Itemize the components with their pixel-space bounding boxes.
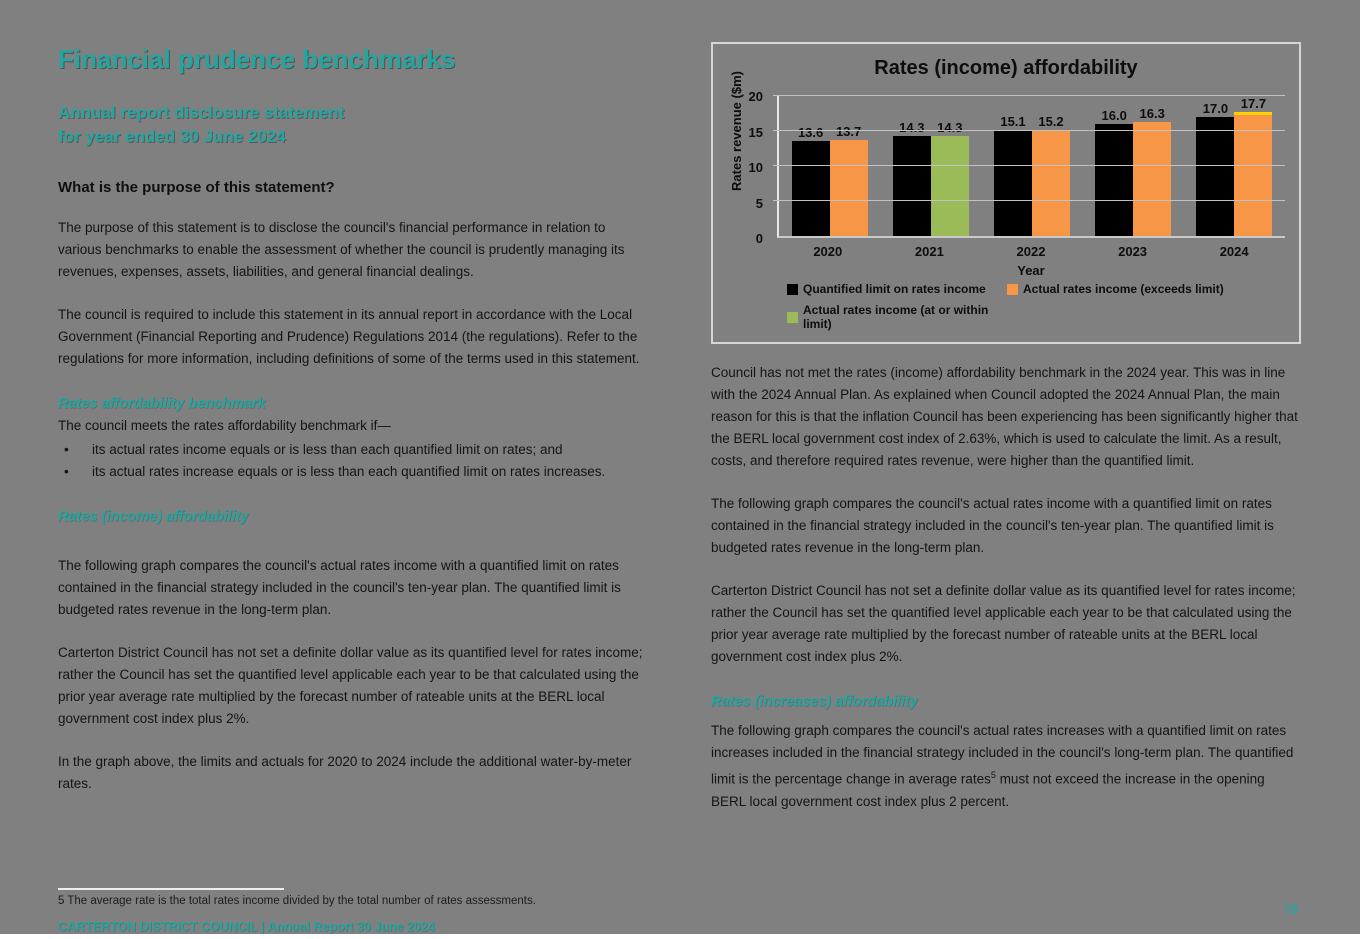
increases-paragraph-text-cont: must not exceed the increase in the open… <box>711 771 1265 809</box>
legend-swatch <box>1007 283 1018 295</box>
income-heading: Rates (income) affordability <box>58 509 249 525</box>
result-paragraph: Council has not met the rates (income) a… <box>711 365 1298 468</box>
x-tick-label: 2020 <box>813 244 843 259</box>
bar-group-2023: 16.0 16.3 <box>1083 96 1184 236</box>
purpose-heading: What is the purpose of this statement? <box>58 179 335 196</box>
chart-title: Rates (income) affordability <box>874 57 1138 79</box>
bullet-item: its actual rates increase equals or is l… <box>58 461 650 483</box>
bar-value-label: 14.3 <box>899 119 925 135</box>
page-number: 79 <box>1284 903 1298 917</box>
benchmark-bullet-list: its actual rates income equals or is les… <box>58 439 650 483</box>
legend-label: Actual rates income (exceeds limit) <box>1023 282 1224 296</box>
y-tick-label: 0 <box>755 231 763 246</box>
subtitle-line-1: Annual report disclosure statement <box>58 103 345 122</box>
footnote-reference: 5 <box>990 770 996 780</box>
legend-label: Quantified limit on rates income <box>803 282 986 296</box>
left-column: Financial prudence benchmarks Annual rep… <box>58 45 650 795</box>
bar-value-label: 16.3 <box>1139 105 1165 121</box>
legend-swatch <box>787 283 798 295</box>
footer-text: CARTERTON DISTRICT COUNCIL | Annual Repo… <box>58 920 435 934</box>
increases-paragraph-text: The following graph compares the council… <box>711 723 1294 787</box>
benchmark-heading: Rates affordability benchmark <box>58 396 266 412</box>
bar <box>892 135 931 236</box>
chart-x-axis-title: Year <box>1017 263 1045 278</box>
page-subtitle: Annual report disclosure statement for y… <box>58 101 650 149</box>
bar-value-label: 13.7 <box>835 124 862 140</box>
x-tick-label: 2021 <box>914 244 944 259</box>
bar <box>1133 121 1172 236</box>
bar <box>1095 124 1134 236</box>
purpose-paragraph-1: The purpose of this statement is to disc… <box>58 220 625 279</box>
bar <box>1196 117 1235 236</box>
legend-item: Actual rates income (exceeds limit) <box>1007 282 1224 296</box>
footnote-divider <box>58 888 284 890</box>
bar-group-2022: 15.1 15.2 <box>981 96 1082 236</box>
legend-item: Actual rates income (at or within limit) <box>787 303 1007 331</box>
bar-group-2024: 17.0 17.7 <box>1184 96 1285 236</box>
right-column: Council has not met the rates (income) a… <box>711 362 1303 813</box>
bar <box>829 140 868 236</box>
bar-wrap: 14.3 <box>892 96 931 236</box>
bar-value-label: 14.3 <box>937 119 963 135</box>
bar-value-label: 16.0 <box>1101 108 1127 123</box>
x-tick-label: 2024 <box>1219 244 1249 259</box>
footnote-text: 5 The average rate is the total rates in… <box>58 895 536 907</box>
bar-wrap: 17.0 <box>1196 96 1235 236</box>
chart-x-axis-labels: 2020 2021 2022 2023 2024 <box>777 244 1285 259</box>
bar <box>930 135 969 236</box>
income-paragraph-3: In the graph above, the limits and actua… <box>58 754 632 791</box>
subtitle-line-2: for year ended 30 June 2024 <box>58 127 286 146</box>
x-tick-label: 2022 <box>1016 244 1046 259</box>
increases-heading: Rates (increases) affordability <box>711 694 918 710</box>
benchmark-intro: The council meets the rates affordabilit… <box>58 418 391 433</box>
bar-wrap: 15.1 <box>994 96 1032 236</box>
x-tick-label: 2023 <box>1118 244 1148 259</box>
legend-item: Quantified limit on rates income <box>787 282 1007 296</box>
gridline <box>773 165 1285 166</box>
bar-wrap: 16.3 <box>1133 96 1172 236</box>
bar-value-label: 15.2 <box>1038 113 1064 129</box>
bar-wrap: 16.0 <box>1095 96 1134 236</box>
chart-plot-area: 13.6 13.7 14.3 14.3 15.1 15.2 16.0 16.3 17.0 17.7 <box>773 95 1285 238</box>
legend-row: Actual rates income (at or within limit) <box>787 303 1287 331</box>
rates-income-affordability-chart: Rates (income) affordability Rates reven… <box>711 42 1301 344</box>
gridline <box>773 200 1285 201</box>
bar <box>1234 112 1273 236</box>
y-tick-label: 15 <box>748 124 763 140</box>
bar <box>791 140 830 236</box>
y-tick-label: 10 <box>748 160 763 175</box>
bar-wrap: 13.6 <box>791 96 830 236</box>
legend-swatch <box>787 311 798 323</box>
bar-value-label: 17.7 <box>1240 96 1267 112</box>
bar-value-label: 17.0 <box>1202 101 1229 116</box>
bar-wrap: 13.7 <box>829 96 868 236</box>
bar-wrap: 15.2 <box>1032 96 1070 236</box>
legend-label: Actual rates income (at or within limit) <box>803 303 989 331</box>
bar <box>1032 129 1070 236</box>
income-paragraph-2: Carterton District Council has not set a… <box>58 645 643 726</box>
bar-wrap: 17.7 <box>1234 96 1273 236</box>
y-tick-label: 20 <box>748 89 763 104</box>
purpose-paragraph-2: The council is required to include this … <box>58 307 640 366</box>
increases-paragraph: The following graph compares the council… <box>711 720 1303 813</box>
bar-group-2020: 13.6 13.7 <box>779 96 880 236</box>
gridline <box>773 95 1285 96</box>
bar-value-label: 15.1 <box>1000 114 1026 130</box>
bar-wrap: 14.3 <box>930 96 969 236</box>
legend-row: Quantified limit on rates income Actual r… <box>787 282 1287 296</box>
bar <box>994 130 1032 236</box>
y-tick-label: 5 <box>755 195 763 211</box>
quantified-level-paragraph: Carterton District Council has not set a… <box>711 583 1296 664</box>
bar-group-2021: 14.3 14.3 <box>880 96 981 236</box>
bullet-item: its actual rates income equals or is les… <box>58 439 650 461</box>
income-paragraph-1: The following graph compares the council… <box>58 558 621 617</box>
comparison-paragraph: The following graph compares the council… <box>711 496 1274 555</box>
bottom-edge-strip <box>0 934 1360 939</box>
bar-value-label: 13.6 <box>797 124 824 140</box>
chart-y-axis-ticks: 0 5 10 15 20 <box>735 89 771 246</box>
gridline <box>773 130 1285 131</box>
page-title: Financial prudence benchmarks <box>58 44 456 74</box>
